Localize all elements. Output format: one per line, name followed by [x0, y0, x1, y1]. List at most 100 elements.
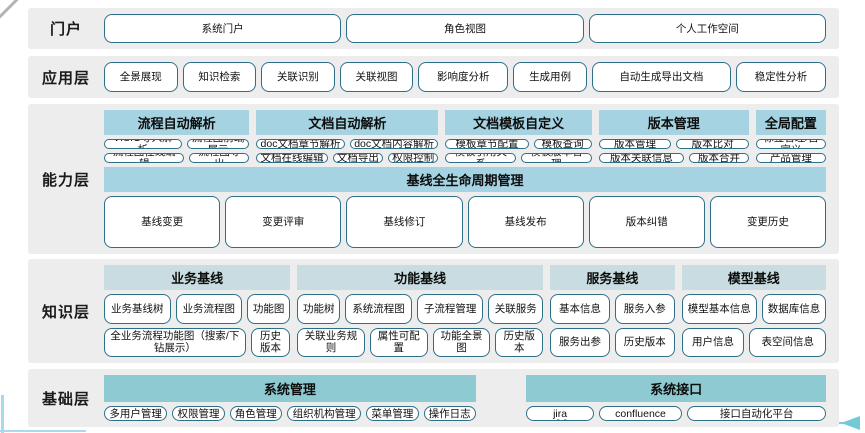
capability-group: 流程自动解析VISIO导入解析流程图前端展示流程图在线编辑流程图导出	[104, 110, 250, 163]
layer-band-portal: 门户 系统门户角色视图个人工作空间	[28, 8, 839, 49]
box-row: doc文档章节解析 doc文档内容解析	[256, 139, 439, 149]
left-arrow-icon	[841, 416, 860, 430]
knowledge-group: 业务基线业务基线树业务流程图功能图全业务流程功能图（搜索/下钻展示）历史版本	[104, 265, 291, 357]
box-row: 多用户管理权限管理角色管理组织机构管理菜单管理操作日志	[104, 406, 476, 421]
box-row: 基本信息服务入参	[550, 294, 675, 324]
knowledge-group: 服务基线基本信息服务入参服务出参历史版本	[550, 265, 675, 357]
layer-label-capability: 能力层	[41, 171, 90, 189]
diagram-box: 全景展现	[104, 62, 178, 92]
layer-band-application: 应用层全景展现知识检索关联识别关联视图影响度分析生成用例自动生成导出文档稳定性分…	[28, 56, 839, 98]
diagram-box: 菜单管理	[366, 406, 419, 421]
diagram-box: 服务出参	[550, 327, 610, 357]
diagram-box: 影响度分析	[418, 62, 509, 92]
group-header: 版本管理	[598, 110, 749, 135]
capability-group: 文档模板自定义模板章节配置模板查询模板引用关系模板版本管理	[445, 110, 592, 163]
box-row: 基线变更变更评审基线修订基线发布版本纠错变更历史	[104, 195, 827, 248]
box-row: 全业务流程功能图（搜索/下钻展示）历史版本	[104, 327, 291, 357]
diagram-box: 功能树	[297, 294, 341, 324]
layer-label-application: 应用层	[41, 69, 90, 87]
diagram-box: 功能图	[247, 294, 291, 324]
diagram-box: 生成用例	[513, 62, 587, 92]
diagram-box: 知识检索	[182, 62, 257, 92]
diagram-box: 版本合并	[689, 152, 749, 163]
diagram-box: 基线发布	[467, 195, 584, 248]
capability-group: 版本管理版本管理版本比对版本关联信息版本合并	[598, 110, 749, 163]
diagram-box: 个人工作空间	[588, 14, 826, 43]
box-row: 标签管理/自定义	[755, 139, 826, 149]
diagram-box: confluence	[598, 406, 683, 421]
box-row: 系统门户角色视图个人工作空间	[104, 14, 826, 43]
box-row: 功能树系统流程图子流程管理关联服务	[297, 294, 544, 324]
diagram-box: 文档在线编辑	[256, 152, 328, 163]
diagram-box: jira	[526, 406, 594, 421]
layer-label-knowledge: 知识层	[41, 303, 90, 321]
diagram-box: 版本关联信息	[598, 152, 685, 163]
diagram-box: 模板查询	[533, 139, 592, 149]
diagram-box: 关联识别	[261, 62, 335, 92]
diagram-box: 自动生成导出文档	[591, 62, 732, 92]
diagram-box: 基线修订	[346, 195, 463, 248]
box-row: 版本管理版本比对	[598, 139, 749, 149]
baseline-header: 基线全生命周期管理	[104, 166, 826, 192]
layer-content-portal: 系统门户角色视图个人工作空间	[104, 8, 839, 49]
capability-groups: 流程自动解析VISIO导入解析流程图前端展示流程图在线编辑流程图导出文档自动解析…	[104, 110, 826, 163]
box-row: 版本关联信息版本合并	[598, 152, 749, 163]
group-header: 系统管理	[104, 375, 476, 402]
corner-slash-decoration	[0, 0, 19, 19]
group-header: 文档自动解析	[256, 110, 439, 135]
diagram-box: 关联业务规则	[297, 327, 365, 357]
diagram-box: 权限控制	[388, 152, 439, 163]
diagram-box: doc文档内容解析	[349, 139, 439, 149]
diagram-box: 历史版本	[614, 327, 675, 357]
diagram-box: 系统门户	[104, 14, 342, 43]
diagram-box: 角色管理	[229, 406, 282, 421]
diagram-box: VISIO导入解析	[104, 139, 182, 149]
diagram-box: 业务基线树	[104, 294, 171, 324]
diagram-box: 流程图前端展示	[186, 139, 250, 149]
diagram-box: 全业务流程功能图（搜索/下钻展示）	[104, 327, 246, 357]
diagram-box: 版本管理	[598, 139, 672, 149]
knowledge-group: 功能基线功能树系统流程图子流程管理关联服务关联业务规则属性可配置功能全景图历史版…	[297, 265, 544, 357]
diagram-box: 模板版本管理	[521, 152, 592, 163]
diagram-box: 业务流程图	[175, 294, 243, 324]
diagram-box: 权限管理	[172, 406, 225, 421]
box-row: 业务基线树业务流程图功能图	[104, 294, 291, 324]
layer-label-base: 基础层	[41, 390, 90, 408]
box-row: 文档在线编辑文档导出权限控制	[256, 152, 439, 163]
diagram-box: doc文档章节解析	[256, 139, 345, 149]
diagram-box: 模板引用关系	[445, 152, 517, 163]
diagram-box: 子流程管理	[416, 294, 484, 324]
group-header: 流程自动解析	[104, 110, 250, 135]
diagram-box: 模型基本信息	[681, 294, 757, 324]
box-row: 用户信息表空间信息	[681, 327, 826, 357]
diagram-box: 关联服务	[488, 294, 544, 324]
group-header: 文档模板自定义	[445, 110, 592, 135]
layer-content-knowledge: 业务基线业务基线树业务流程图功能图全业务流程功能图（搜索/下钻展示）历史版本功能…	[104, 259, 839, 363]
diagram-box: 模板章节配置	[445, 139, 529, 149]
diagram-box: 基本信息	[550, 294, 610, 324]
bottom-accent-line	[0, 429, 86, 432]
box-row: VISIO导入解析流程图前端展示	[104, 139, 250, 149]
left-accent-line	[1, 395, 4, 433]
diagram-box: 变更评审	[225, 195, 342, 248]
diagram-box: 历史版本	[495, 327, 544, 357]
diagram-box: 表空间信息	[749, 327, 826, 357]
diagram-box: 基线变更	[104, 195, 221, 248]
diagram-box: 组织机构管理	[286, 406, 362, 421]
diagram-box: 流程图在线编辑	[104, 152, 185, 163]
diagram-box: 用户信息	[681, 327, 745, 357]
diagram-box: 变更历史	[709, 195, 827, 248]
diagram-box: 流程图导出	[189, 152, 250, 163]
diagram-box: 历史版本	[250, 327, 291, 357]
layer-band-capability: 能力层流程自动解析VISIO导入解析流程图前端展示流程图在线编辑流程图导出文档自…	[28, 104, 839, 254]
box-row: 流程图在线编辑流程图导出	[104, 152, 250, 163]
diagram-box: 系统流程图	[345, 294, 412, 324]
layer-label-portal: 门户	[49, 21, 82, 38]
diagram-box: 关联视图	[339, 62, 414, 92]
group-header: 模型基线	[681, 265, 826, 290]
diagram-box: 版本比对	[676, 139, 749, 149]
diagram-box: 标签管理/自定义	[755, 139, 826, 149]
knowledge-groups: 业务基线业务基线树业务流程图功能图全业务流程功能图（搜索/下钻展示）历史版本功能…	[104, 265, 826, 357]
